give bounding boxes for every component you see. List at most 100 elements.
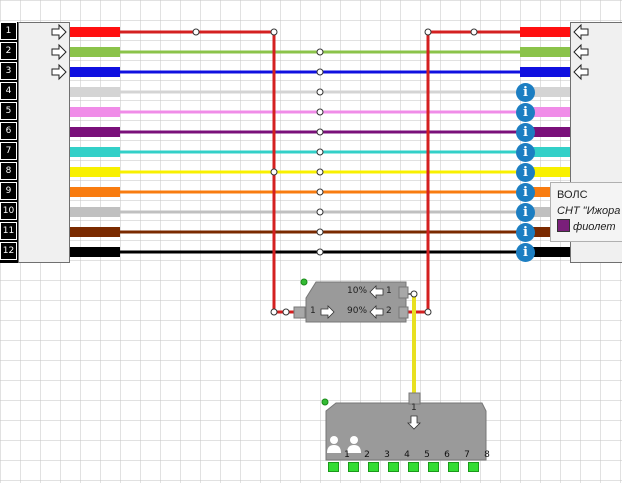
info-icon[interactable]: i: [516, 203, 535, 222]
left-fiber-stub-8[interactable]: [70, 167, 120, 177]
info-icon[interactable]: i: [516, 223, 535, 242]
left-fiber-stub-5[interactable]: [70, 107, 120, 117]
route-junction[interactable]: [470, 28, 478, 36]
right-fiber-stub-7[interactable]: [520, 147, 570, 157]
left-fiber-stub-7[interactable]: [70, 147, 120, 157]
tooltip-title: ВОЛС: [557, 189, 588, 201]
device-output-port[interactable]: [348, 462, 359, 472]
route-junction[interactable]: [424, 28, 432, 36]
info-icon[interactable]: i: [516, 103, 535, 122]
device-in-port-label: 1: [411, 403, 417, 413]
right-fiber-stub-2[interactable]: [520, 47, 570, 57]
device-output-port[interactable]: [328, 462, 339, 472]
fiber-junction[interactable]: [316, 128, 324, 136]
splitter-out-port-2[interactable]: [398, 306, 409, 319]
pin-number: 9: [0, 182, 17, 200]
device-output-port[interactable]: [448, 462, 459, 472]
pin-number: 8: [0, 162, 17, 180]
splitter-out1-pct: 10%: [347, 286, 368, 296]
splitter-out2-port-label: 2: [386, 306, 392, 316]
splitter-out1-arrow-icon: [369, 285, 384, 299]
right-fiber-stub-1[interactable]: [520, 27, 570, 37]
splitter-in-port-label: 1: [310, 306, 316, 316]
pin-number: 2: [0, 42, 17, 60]
splitter-out1-port-label: 1: [386, 286, 392, 296]
fiber-junction[interactable]: [316, 88, 324, 96]
user-icon: [347, 436, 361, 453]
left-cable-panel[interactable]: [18, 22, 70, 263]
info-icon[interactable]: i: [516, 183, 535, 202]
fiber-junction[interactable]: [316, 168, 324, 176]
splitter-out-port-1[interactable]: [398, 286, 409, 299]
device-in-port[interactable]: [408, 392, 421, 405]
device-anchor-dot[interactable]: [321, 398, 329, 406]
right-fiber-stub-11[interactable]: [520, 227, 570, 237]
info-icon[interactable]: i: [516, 123, 535, 142]
right-fiber-stub-6[interactable]: [520, 127, 570, 137]
left-fiber-stub-3[interactable]: [70, 67, 120, 77]
info-icon[interactable]: i: [516, 163, 535, 182]
route-junction[interactable]: [270, 308, 278, 316]
right-fiber-stub-5[interactable]: [520, 107, 570, 117]
left-arrow-icon[interactable]: [51, 63, 67, 81]
pin-number: 4: [0, 82, 17, 100]
route-junction[interactable]: [282, 308, 290, 316]
right-fiber-stub-9[interactable]: [520, 187, 570, 197]
route-junction[interactable]: [270, 168, 278, 176]
device-body[interactable]: [325, 402, 487, 461]
splitter-out2-pct: 90%: [347, 306, 368, 316]
fiber-junction[interactable]: [316, 48, 324, 56]
device-port-number: 4: [404, 450, 410, 460]
route-junction[interactable]: [192, 28, 200, 36]
pin-number: 10: [0, 202, 17, 220]
left-fiber-stub-4[interactable]: [70, 87, 120, 97]
device-output-port[interactable]: [408, 462, 419, 472]
right-arrow-icon[interactable]: [573, 43, 589, 61]
cable-tooltip: ВОЛС СНТ "Ижора фиолет: [550, 182, 622, 242]
left-fiber-stub-9[interactable]: [70, 187, 120, 197]
device-output-port[interactable]: [388, 462, 399, 472]
right-fiber-stub-8[interactable]: [520, 167, 570, 177]
pin-number: 6: [0, 122, 17, 140]
device-port-number: 6: [444, 450, 450, 460]
device-output-port[interactable]: [428, 462, 439, 472]
route-junction[interactable]: [270, 28, 278, 36]
left-fiber-stub-1[interactable]: [70, 27, 120, 37]
route-junction[interactable]: [410, 290, 418, 298]
left-fiber-stub-6[interactable]: [70, 127, 120, 137]
tooltip-color-name: фиолет: [573, 221, 616, 233]
fiber-junction[interactable]: [316, 228, 324, 236]
fiber-junction[interactable]: [316, 248, 324, 256]
right-fiber-stub-12[interactable]: [520, 247, 570, 257]
right-fiber-stub-10[interactable]: [520, 207, 570, 217]
user-icon: [327, 436, 341, 453]
right-fiber-stub-3[interactable]: [520, 67, 570, 77]
info-icon[interactable]: i: [516, 243, 535, 262]
device-output-port[interactable]: [368, 462, 379, 472]
info-icon[interactable]: i: [516, 83, 535, 102]
left-arrow-icon[interactable]: [51, 43, 67, 61]
right-arrow-icon[interactable]: [573, 63, 589, 81]
left-fiber-stub-2[interactable]: [70, 47, 120, 57]
pin-number: 7: [0, 142, 17, 160]
right-arrow-icon[interactable]: [573, 23, 589, 41]
pin-number: 3: [0, 62, 17, 80]
fiber-junction[interactable]: [316, 148, 324, 156]
left-fiber-stub-12[interactable]: [70, 247, 120, 257]
info-icon[interactable]: i: [516, 143, 535, 162]
splitter-anchor-dot[interactable]: [300, 278, 308, 286]
right-fiber-stub-4[interactable]: [520, 87, 570, 97]
fiber-junction[interactable]: [316, 108, 324, 116]
fiber-junction[interactable]: [316, 188, 324, 196]
device-output-port[interactable]: [468, 462, 479, 472]
splitter-in-port[interactable]: [293, 306, 306, 319]
left-arrow-icon[interactable]: [51, 23, 67, 41]
fiber-junction[interactable]: [316, 208, 324, 216]
fiber-junction[interactable]: [316, 68, 324, 76]
left-fiber-stub-11[interactable]: [70, 227, 120, 237]
route-junction[interactable]: [424, 308, 432, 316]
pin-number: 12: [0, 242, 17, 260]
left-fiber-stub-10[interactable]: [70, 207, 120, 217]
pin-number: 11: [0, 222, 17, 240]
